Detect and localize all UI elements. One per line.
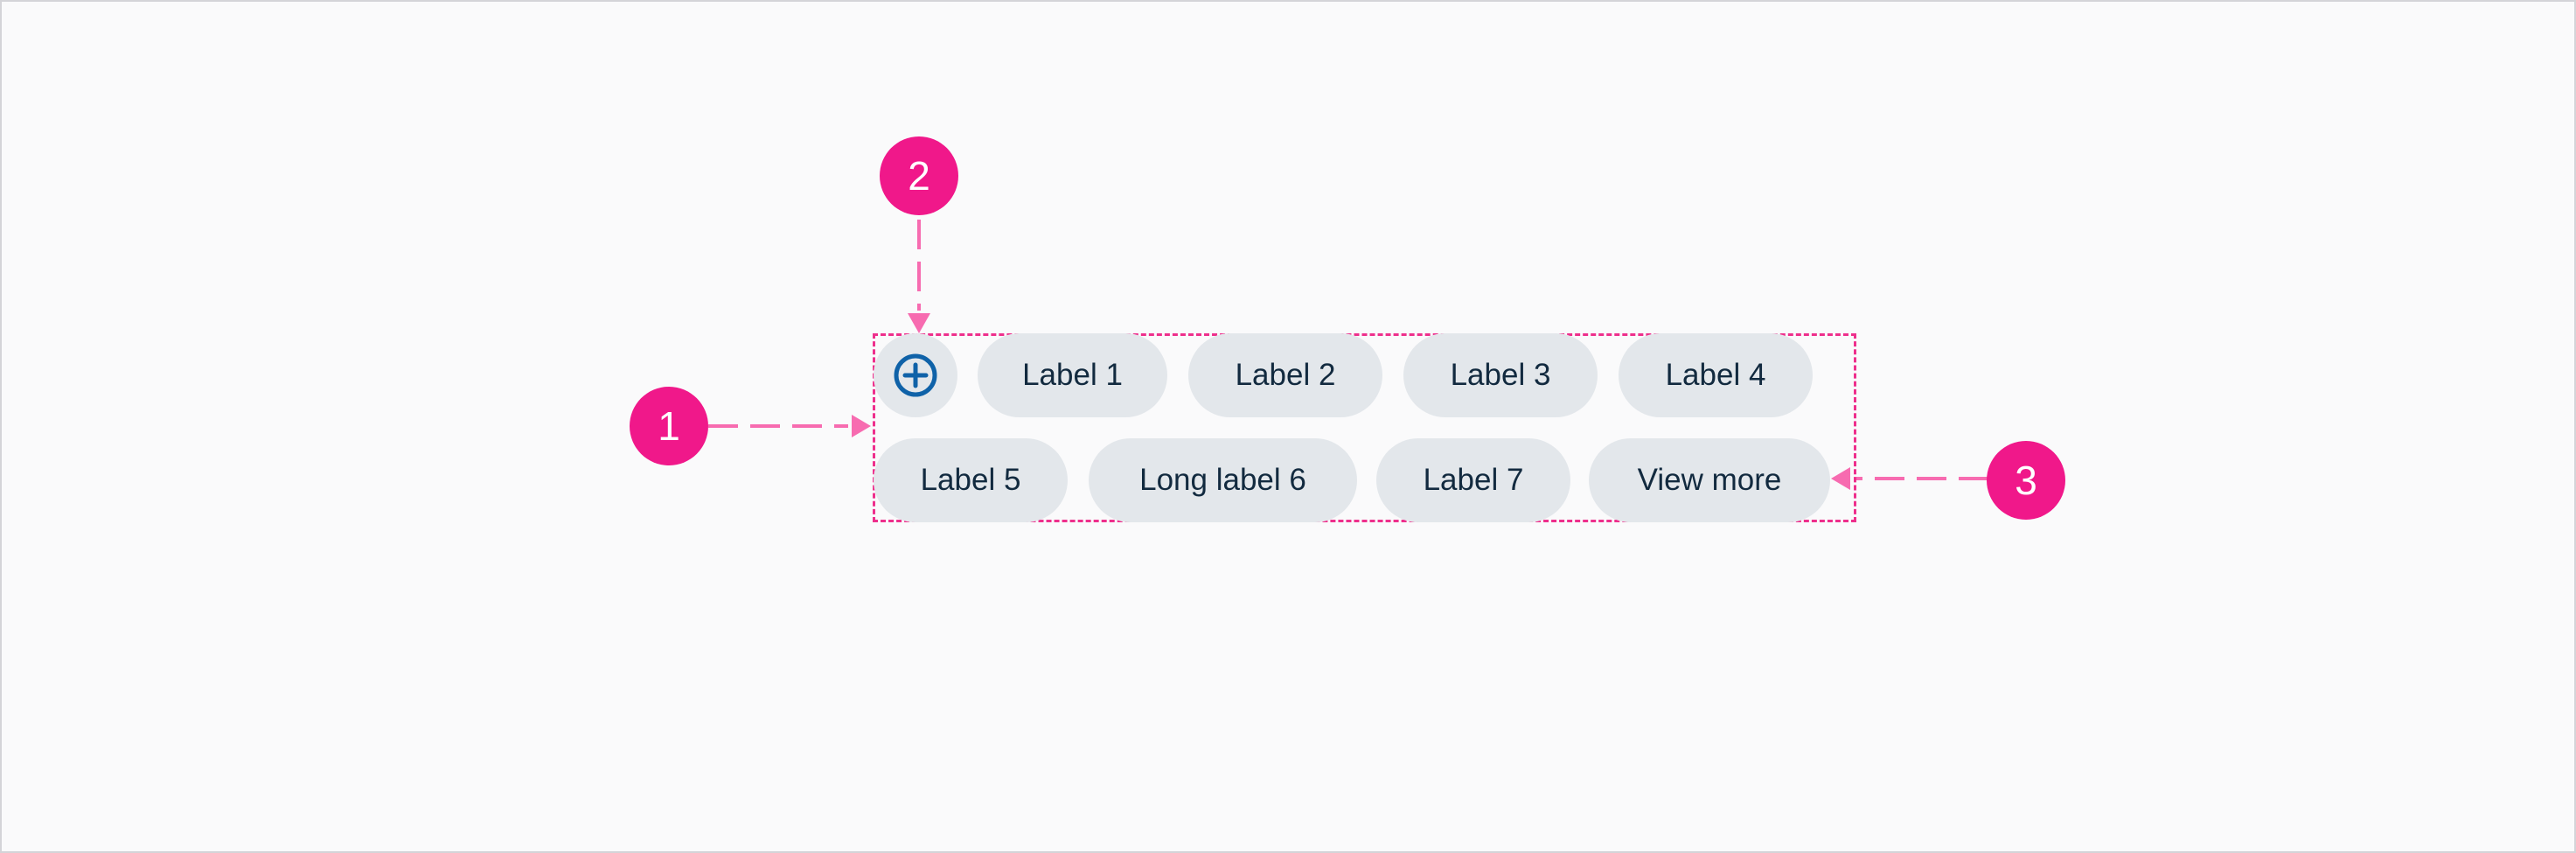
add-chip-button[interactable] <box>874 333 957 417</box>
chip-long-label-6[interactable]: Long label 6 <box>1089 438 1357 522</box>
chip-label-7[interactable]: Label 7 <box>1376 438 1570 522</box>
chip-label-1[interactable]: Label 1 <box>978 333 1167 417</box>
chip-label-3[interactable]: Label 3 <box>1403 333 1598 417</box>
chip-group-container <box>873 333 1856 522</box>
callout-marker-1: 1 <box>630 387 708 465</box>
view-more-button[interactable]: View more <box>1589 438 1830 522</box>
callout-marker-2: 2 <box>880 136 958 215</box>
chip-label-5[interactable]: Label 5 <box>874 438 1068 522</box>
chip-label-2[interactable]: Label 2 <box>1188 333 1382 417</box>
callout-marker-3: 3 <box>1987 441 2065 520</box>
add-circle-icon <box>894 353 937 397</box>
chip-label-4[interactable]: Label 4 <box>1619 333 1813 417</box>
